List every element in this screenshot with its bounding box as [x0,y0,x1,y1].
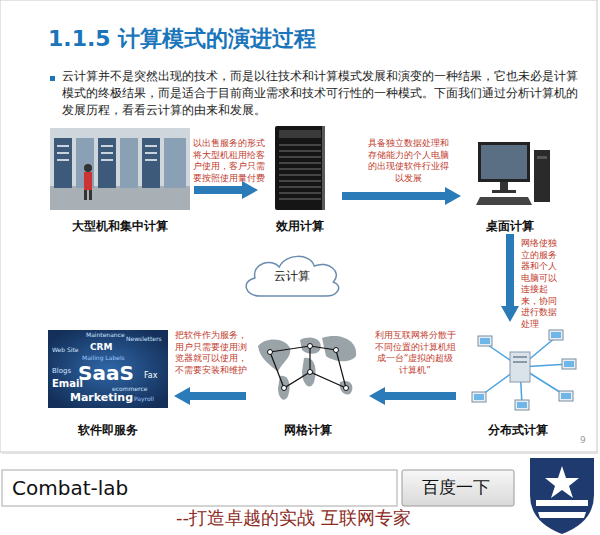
world-map [258,336,356,400]
saas-word: Maintenance [86,332,125,339]
desktop-computer [476,142,550,205]
picture-node: 分布式计算 [456,322,580,438]
edge-label: 把软件作为服务，用户只需要使用浏览器就可以使用，不需要安装和维护 [174,330,248,376]
node-caption: 分布式计算 [456,422,580,438]
intro-paragraph: 云计算并不是突然出现的技术，而是以往技术和计算模式发展和演变的一种结果，它也未必… [62,68,582,119]
flow-arrow [506,234,514,306]
search-button [402,470,514,506]
edge-label: 网络使独立的服务器和个人电脑可以连接起来，协同进行数据处理 [521,238,561,330]
saas-word: Email [52,378,83,389]
node-caption: 网格计算 [246,422,369,438]
flow-arrow [385,392,456,400]
flow-arrow [342,192,445,200]
slide-shadow [2,452,598,454]
server-tower [275,126,325,210]
saas-picture [48,330,168,408]
slide-title: 1.1.5 计算模式的演进过程 [48,24,316,54]
saas-word: SaaS [78,362,134,384]
button-text: 百度一下 [422,478,490,497]
picture-node: 网格计算 [246,328,369,438]
cloud-node: 云计算 [239,250,345,300]
picture-node: 桌面计算 [461,124,559,234]
edge-label: 具备独立数据处理和存储能力的个人电脑的出现使软件行业得以发展 [364,138,452,184]
slide-frame [0,0,597,452]
saas-word: Newsletters [126,336,162,343]
edge-label: 以出售服务的形式将大型机租用给客户使用，客户只需要按照使用量付费 [193,138,265,184]
edge-label: 利用互联网将分散于不同位置的计算机组成一台“虚拟的超级计算机” [373,330,457,376]
saas-word: CRM [90,343,113,353]
flow-arrow [190,392,246,400]
saas-word: Web Site [52,347,79,354]
picture-node: 大型机和集中计算 [46,126,194,234]
picture-node: 效用计算 [258,124,342,234]
search-text: Combat-lab [12,477,128,499]
flow-arrow [194,186,242,194]
node-caption: 桌面计算 [461,218,559,234]
node-caption: 软件即服务 [42,422,174,438]
saas-word: Payroll [134,396,154,403]
saas-word: Fax [144,372,158,381]
page-number: 9 [580,436,586,446]
distributed-network [472,330,576,410]
saas-word: Marketing [70,392,133,404]
search-box [2,470,397,506]
node-caption: 效用计算 [258,218,342,234]
bullet-square [50,76,55,81]
slogan: --打造卓越的实战 互联网专家 [176,508,411,528]
saas-word: Mailing Labels [82,355,125,362]
shield-logo [530,458,594,534]
cloud-label: 云计算 [239,268,345,284]
node-caption: 大型机和集中计算 [46,218,194,234]
mainframe-photo [50,128,190,210]
saas-word: Blogs [52,368,71,376]
